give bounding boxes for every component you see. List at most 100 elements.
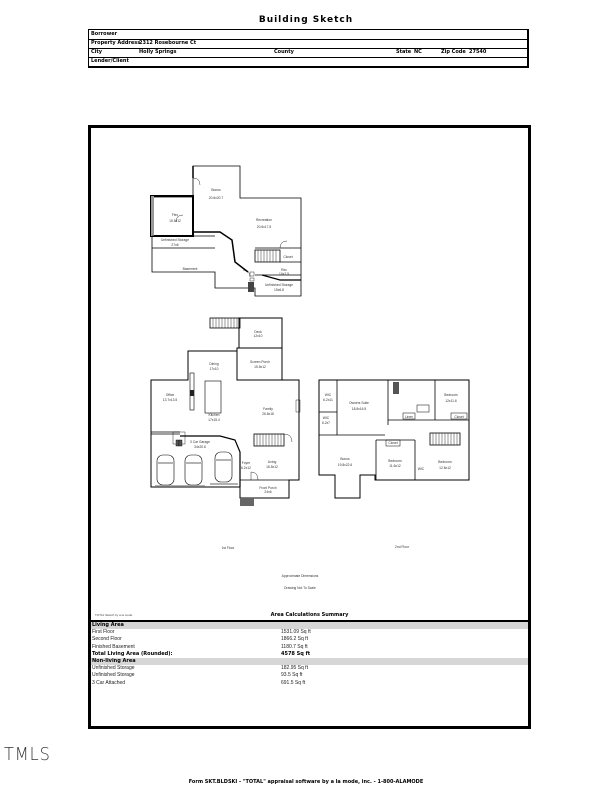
garage-cars [156,451,233,486]
non-living-area-heading: Non-living Area [92,657,136,664]
room-front-porch-dims: 24x6 [264,490,271,494]
room-3-car-garage: 3 Car Garage [190,440,210,444]
room-bedroom-1-dims: 12x11.6 [445,399,457,403]
room-rec: Rec [281,268,287,272]
room-dining-dims: 17x10 [210,367,219,371]
living-area-section: Living Area [91,622,528,630]
area-summary-title: Area Calculations Summary [270,612,349,618]
row-label: Unfinished Storage [92,672,135,679]
room-unfinished-storage-1: Unfinished Storage [161,238,189,242]
room-living: Living [268,460,277,464]
property-address-value: 2312 Rosebourne Ct [139,40,197,46]
room-bonus-basement: Bonus [211,188,221,192]
room-living-dims: 16.5x12 [266,465,278,469]
area-calculations-table: Living Area First Floor 1531.09 Sq ft Se… [91,622,528,687]
state-label: State [396,49,412,55]
county-label: County [274,49,294,55]
room-closet-1: Closet [454,415,463,419]
city-value: Holly Springs [139,49,177,55]
header-info-table: Borrower Property Address 2312 Rosebourn… [88,29,529,68]
room-bedroom-3-dims: 12.8x12 [439,466,451,470]
table-row: Unfinished Storage 182.95 Sq ft [91,665,528,672]
second-floor-plan [318,379,470,499]
city-row: City Holly Springs County State NC Zip C… [89,48,527,58]
row-label: 3 Car Attached [92,679,126,686]
borrower-label: Borrower [91,31,118,37]
room-kitchen-dims: 17x15.4 [208,418,220,422]
zip-label: Zip Code [441,49,466,55]
row-label: Unfinished Storage [92,665,135,672]
row-value: 1866.2 Sq ft [281,636,308,643]
row-value: 182.95 Sq ft [281,665,308,672]
room-basement: Basement [183,267,198,271]
room-bonus-basement-dims: 20.6x20.7 [209,196,224,200]
not-to-scale-note: Drawing Not To Scale [284,586,316,590]
room-family-dims: 26.8x18 [262,412,274,416]
room-office: Office [166,393,175,397]
room-unfinished-storage-2: Unfinished Storage [265,283,293,287]
row-value: 1531.09 Sq ft [281,629,311,636]
total-living-area-row: Total Living Area (Rounded): 4578 Sq ft [91,651,528,658]
room-family: Family [263,407,273,411]
row-value: 93.5 Sq ft [281,672,303,679]
row-label: Finished Basement [92,643,135,650]
room-flex: Flex [172,213,179,217]
room-kitchen: Kitchen [209,413,220,417]
state-value: NC [414,49,422,55]
property-address-label: Property Address [91,40,141,46]
second-floor-label: 2nd Floor [395,545,410,549]
row-value: 1180.7 Sq ft [281,643,308,650]
room-wic-3: WIC [418,467,425,471]
area-summary-header: TOTAL Sketch by a la mode Area Calculati… [91,611,528,620]
room-wic-2-dims: 6.2x7 [322,421,330,425]
document-title: Building Sketch [258,15,354,25]
room-owners-suite: Owners Suite [349,401,369,405]
software-note: TOTAL Sketch by a la mode [95,613,133,617]
room-flex-dims: 15.5x12 [169,219,181,223]
room-recreation: Recreation [256,218,272,222]
room-bedroom-2-dims: 11.6x12 [389,464,401,468]
approx-dimensions-note: Approximate Dimensions [282,574,319,578]
room-foyer-dims: 6.2x12 [241,466,251,470]
first-floor-label: 1st Floor [222,546,236,550]
lender-row: Lender/Client [89,57,527,66]
city-label: City [91,49,103,55]
borrower-row: Borrower [89,30,527,40]
room-bedroom-1: Bedroom [444,393,458,397]
room-wic-2: WIC [323,416,330,420]
area-divider [88,620,531,622]
room-linen: Linen [405,415,413,419]
room-wic-1-dims: 6.2x11 [323,398,333,402]
total-label: Total Living Area (Rounded): [92,650,173,657]
tmls-watermark: TMLS [4,744,51,765]
basement-plan [150,165,302,297]
room-closet-2: Closet [388,441,397,445]
room-closet-basement: Closet [283,255,292,259]
zip-value: 27540 [469,49,487,55]
room-owners-suite-dims: 18.8x16.5 [352,407,367,411]
room-deck-dims: 12x10 [254,334,263,338]
room-bonus-2nd-dims: 19.8x22.6 [338,463,353,467]
room-bedroom-3: Bedroom [438,460,452,464]
room-foyer: Foyer [242,461,251,465]
table-row: Unfinished Storage 93.5 Sq ft [91,672,528,679]
table-row: First Floor 1531.09 Sq ft [91,629,528,636]
row-value: 691.5 Sq ft [281,679,306,686]
table-row: Finished Basement 1180.7 Sq ft [91,644,528,651]
room-recreation-dims: 20.6x17.5 [257,225,272,229]
room-dining: Dining [209,362,219,366]
room-3-car-garage-dims: 34x20.6 [194,445,206,449]
property-address-row: Property Address 2312 Rosebourne Ct [89,39,527,49]
room-screen-porch-dims: 15.5x12 [254,365,266,369]
table-row: 3 Car Attached 691.5 Sq ft [91,680,528,687]
total-value: 4578 Sq ft [281,650,311,657]
room-deck: Deck [254,330,262,334]
room-front-porch: Front Porch [259,486,276,490]
table-row: Second Floor 1866.2 Sq ft [91,636,528,643]
room-screen-porch: Screen Porch [250,360,270,364]
form-footer: Form SKT.BLDSKI - "TOTAL" appraisal soft… [188,779,424,785]
room-unfinished-storage-2-dims: 15x6.8 [274,288,284,292]
first-floor-plan [150,317,301,506]
room-bedroom-2: Bedroom [388,459,402,463]
